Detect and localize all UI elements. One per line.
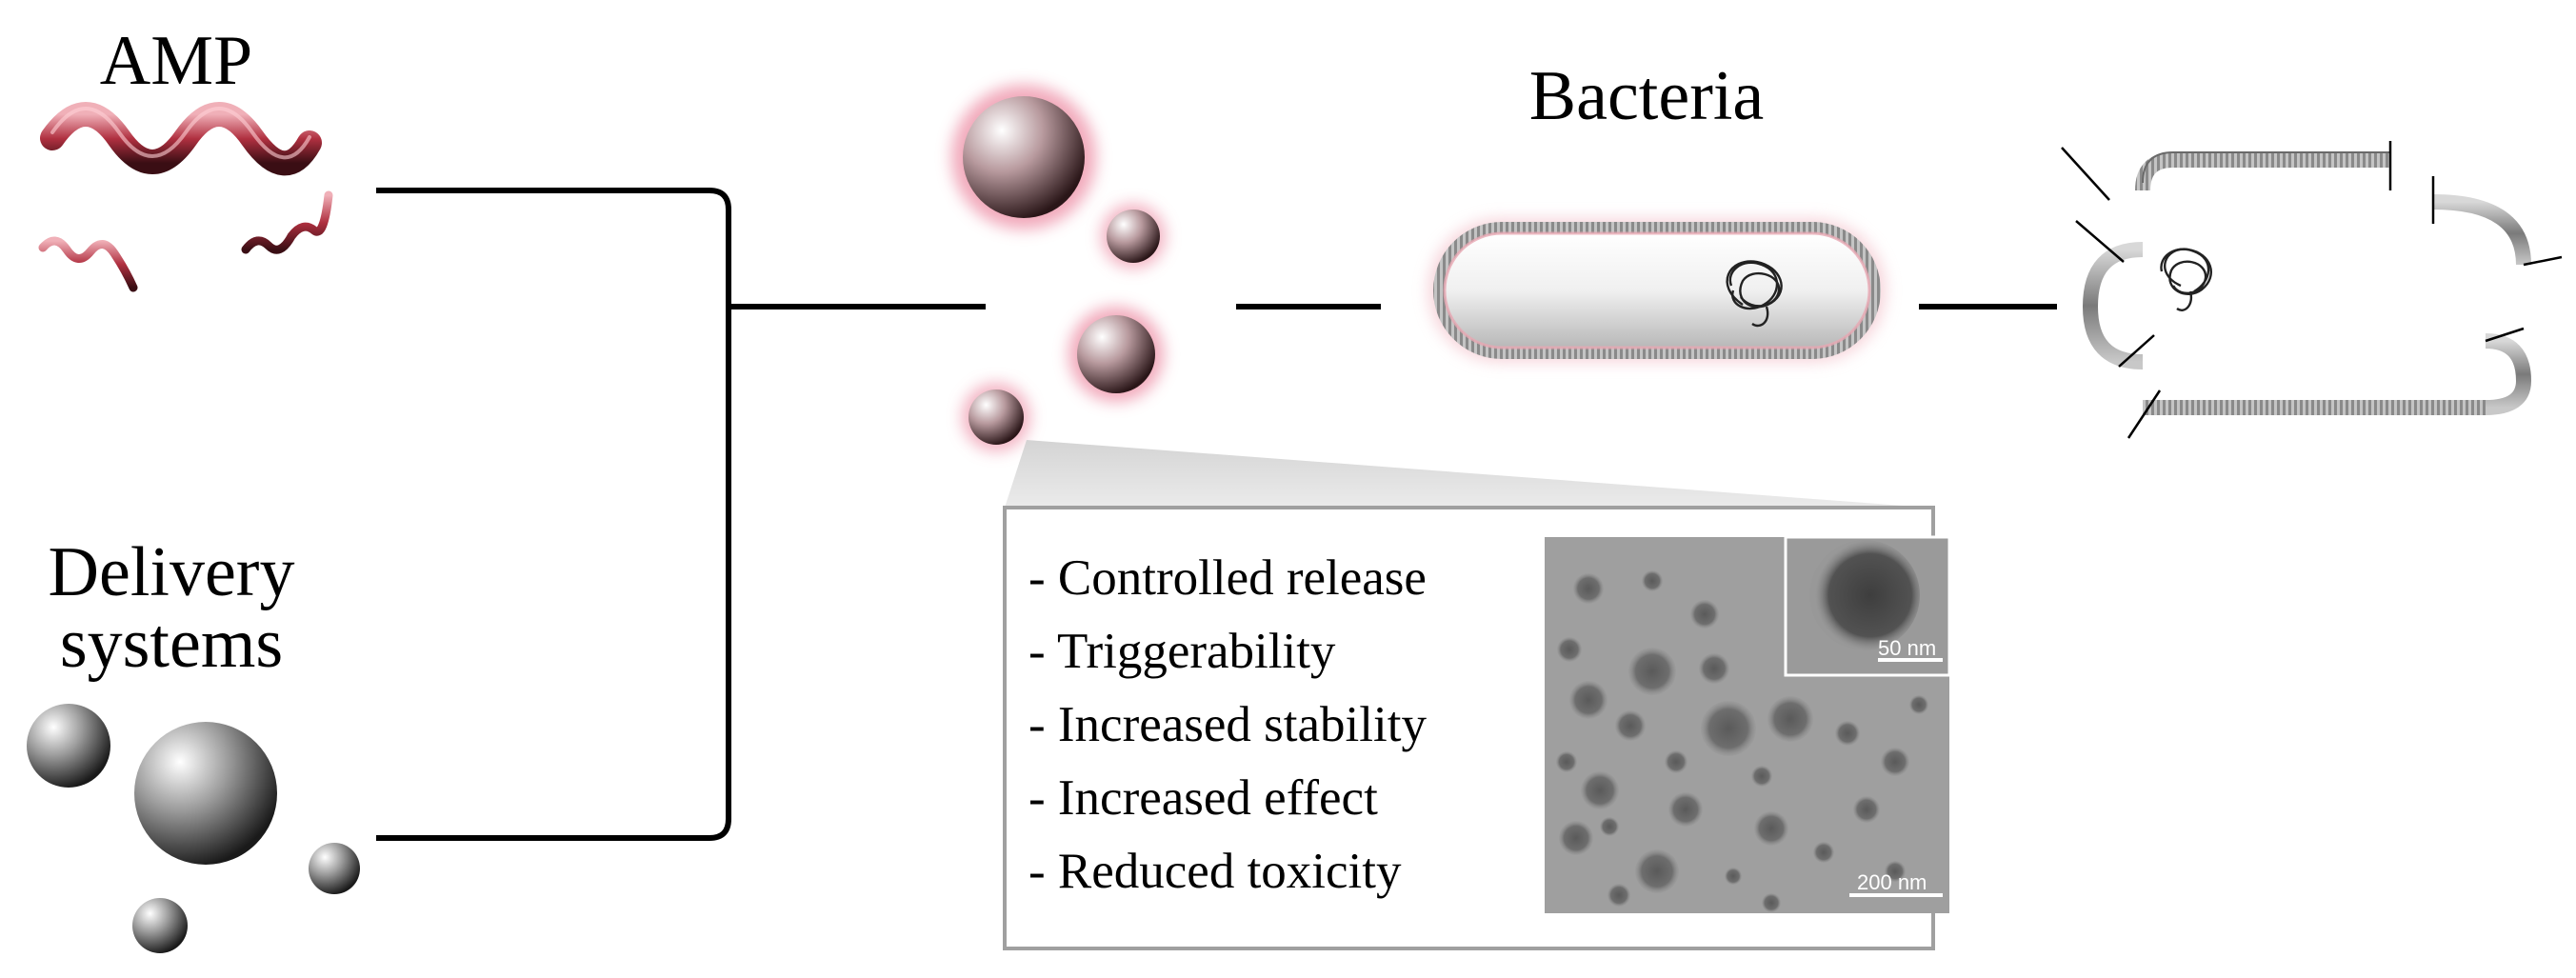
helix-icon (40, 102, 322, 176)
delivery-systems-label-line1: Delivery (49, 533, 295, 611)
amp-label: AMP (100, 22, 252, 100)
nanoparticle-icon (132, 898, 188, 953)
benefits-list: - Controlled release - Triggerability - … (1028, 550, 1427, 899)
nanoparticle-icon (27, 704, 110, 788)
loaded-nanoparticles (951, 85, 1166, 451)
zoom-cone (1005, 440, 1928, 508)
benefit-item: - Triggerability (1028, 624, 1336, 679)
tem-micrograph: 50 nm 200 nm (1545, 535, 1951, 913)
nanoparticle-icon (1107, 210, 1160, 263)
nanoparticle-icon (963, 96, 1085, 218)
lysed-bacterium-icon (2061, 141, 2563, 439)
benefit-item: - Increased stability (1028, 697, 1427, 752)
nanoparticle-icon (1077, 315, 1155, 393)
helix-icon-small-left (38, 236, 138, 292)
nanoparticle-icon (968, 389, 1024, 445)
combine-connector (376, 188, 986, 841)
benefit-item: - Increased effect (1028, 770, 1378, 826)
dna-icon (2160, 248, 2212, 311)
bacterium-icon (1428, 219, 1886, 362)
bacteria-label: Bacteria (1529, 57, 1765, 135)
inset-scale-label: 50 nm (1878, 636, 1936, 660)
benefit-item: - Reduced toxicity (1028, 844, 1402, 899)
nanoparticle-icon (134, 722, 277, 865)
benefit-item: - Controlled release (1028, 550, 1427, 606)
nanoparticle-icon (309, 843, 360, 894)
helix-icon-small-right (241, 190, 333, 254)
main-scale-label: 200 nm (1857, 870, 1927, 894)
dna-icon (1726, 260, 1783, 328)
delivery-systems-label-line2: systems (60, 605, 283, 683)
